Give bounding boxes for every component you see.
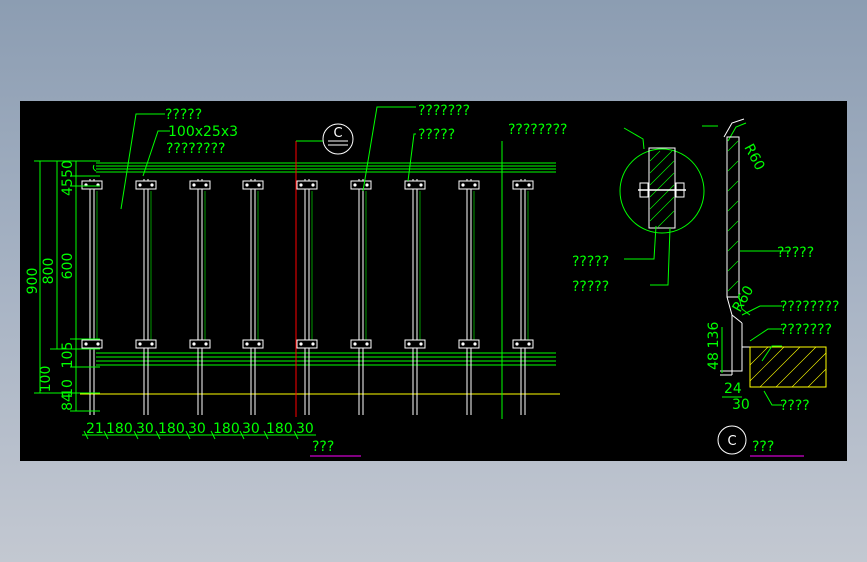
callout-label-right-top: ???????? [508,122,567,138]
dim-50: 50 [60,160,76,178]
dim-tick [239,430,245,440]
radius-bottom: R60 [730,283,758,315]
post [189,179,211,415]
post [404,179,426,415]
top-rail [92,162,556,173]
post [81,179,103,415]
callout-detail-4: ???? [780,398,810,414]
dim-horizontal-label: 180 [213,421,240,437]
dim-900: 900 [25,268,41,295]
detail-leaders [623,125,718,286]
dim-tick [185,430,191,440]
callout-detail-3: ??????? [780,322,832,338]
callout-detail-1: ????? [777,245,814,261]
section-marker: C [322,123,354,155]
dim-horizontal-label: 180 [158,421,185,437]
vertical-dimensions [34,160,100,412]
post [350,179,372,415]
detail-circle [619,147,705,234]
section-title-marker: C [717,425,747,455]
callout-label-1: ????? [165,107,202,123]
post [512,179,534,415]
dim-105: 105 [60,342,76,369]
callout-label-top: ??????? [418,103,470,119]
post [458,179,480,415]
dim-horizontal-label: 30 [188,421,206,437]
dim-tick [103,430,109,440]
radius-top: R60 [740,141,767,173]
section-title-letter: C [727,434,736,449]
dim-detail-48: 48 [706,352,722,370]
dim-horizontal-label: 21 [86,421,104,437]
post [135,179,157,415]
dim-horizontal-label: 30 [136,421,154,437]
dim-100: 100 [38,366,54,393]
section-leaders [721,250,790,406]
bottom-rail [96,352,556,366]
callout-label-3: ???????? [166,141,225,157]
dim-detail-24: 24 [724,381,742,397]
dim-tick [155,430,161,440]
dim-800: 800 [41,258,57,285]
dim-tick [83,430,89,440]
leader-lines [120,106,503,419]
dim-horizontal-label: 30 [242,421,260,437]
dim-detail-30: 30 [732,397,750,413]
dim-45: 45 [60,178,76,196]
callout-size: 100x25x3 [168,124,238,140]
view-title: ??? [312,439,334,455]
callout-detail-2: ???????? [780,299,839,315]
callout-label-mid-2: ????? [572,279,609,295]
dim-horizontal-label: 180 [106,421,133,437]
dim-tick [210,430,216,440]
dim-600: 600 [60,253,76,280]
section-marker-letter: C [333,126,342,141]
post [242,179,264,415]
dim-10: 10 [60,379,76,397]
dim-horizontal-label: 30 [296,421,314,437]
dim-horizontal-label: 180 [266,421,293,437]
dim-84: 84 [60,393,76,411]
dim-tick [133,430,139,440]
section-title: ??? [752,439,774,455]
callout-label-mid-1: ????? [572,254,609,270]
section-profile [720,118,827,388]
callout-label-4: ????? [418,127,455,143]
dim-detail-136: 136 [706,322,722,349]
posts-group [81,179,534,415]
dim-tick [293,430,299,440]
dim-tick [263,430,269,440]
post [296,179,318,415]
